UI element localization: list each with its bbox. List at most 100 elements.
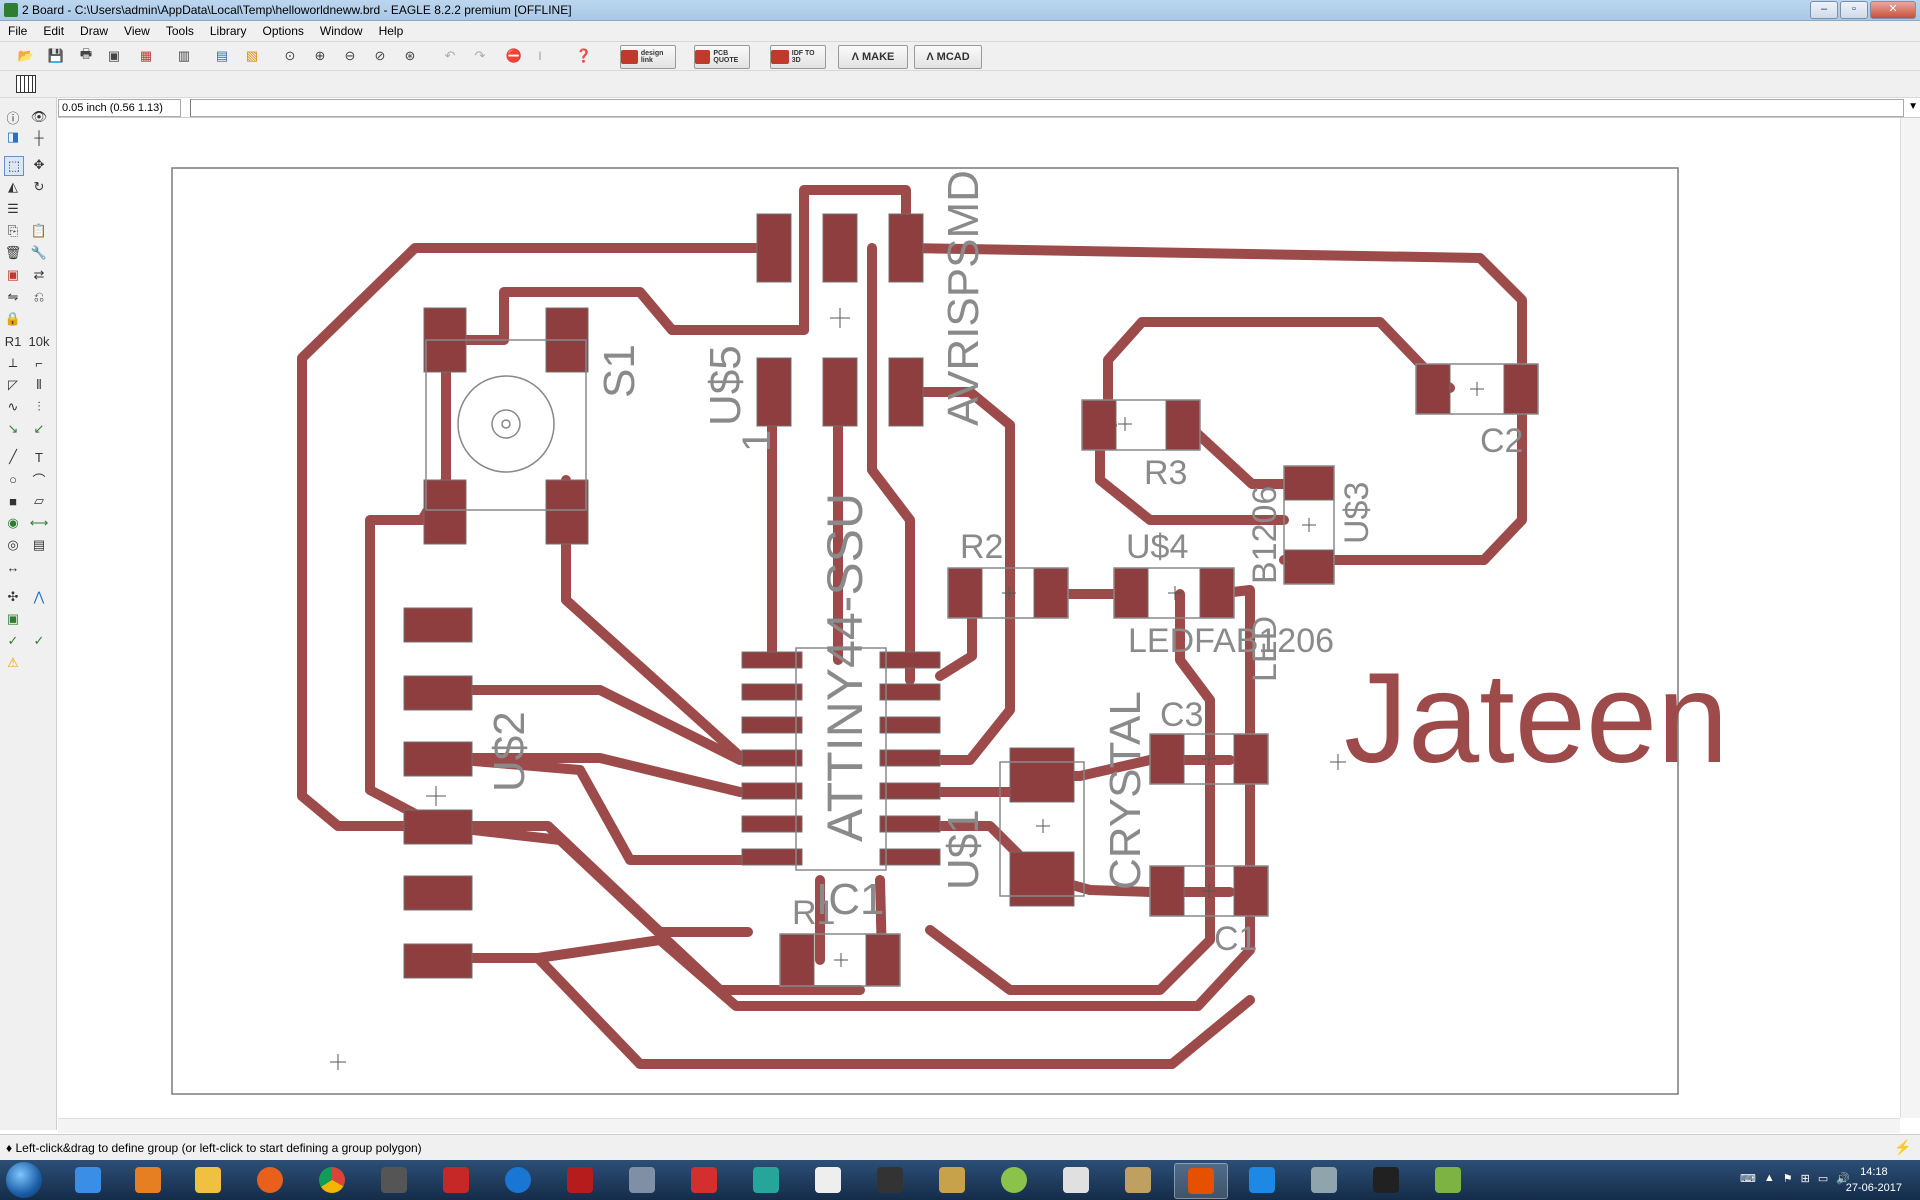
text-icon[interactable]: T [35,449,43,465]
command-input[interactable] [190,99,1904,117]
save-icon[interactable]: 💾 [47,48,65,63]
minimize-button[interactable]: – [1810,1,1838,19]
zoom-in-icon[interactable]: ⊕ [314,48,326,63]
meander-icon[interactable]: ⫴ [36,377,42,392]
dimension-icon[interactable]: ↔ [6,559,20,575]
taskbar-app18[interactable] [1112,1163,1164,1197]
rotate-icon[interactable]: ↻ [33,179,45,194]
taskbar-app13[interactable] [802,1163,854,1197]
help-icon[interactable]: ❓ [575,48,593,63]
circle-icon[interactable]: ○ [9,471,17,487]
taskbar-eagle[interactable] [1174,1163,1228,1199]
erc-icon[interactable]: ✓ [7,633,19,648]
idf-to-3d-button[interactable]: IDF TO 3D [770,45,826,69]
taskbar-app11[interactable] [678,1163,730,1197]
taskbar-app15[interactable] [926,1163,978,1197]
smash-icon[interactable]: ⇋ [7,289,19,304]
taskbar-app10[interactable] [616,1163,668,1197]
print-icon[interactable]: 🖶 [79,46,93,61]
start-button[interactable] [6,1162,42,1198]
taskbar-inkscape[interactable] [864,1163,916,1197]
autorouter-icon[interactable]: ⋀ [33,589,45,604]
open-icon[interactable]: 📂 [17,48,35,63]
wrench-icon[interactable]: 🔧 [30,245,48,260]
grid-icon[interactable] [16,75,36,93]
redo-icon[interactable]: ↷ [474,48,486,63]
hole-icon[interactable]: ◎ [7,537,19,552]
copy-icon[interactable]: ⎘ [7,223,19,238]
optimize-icon[interactable]: ◸ [8,377,18,392]
autoroute-icon[interactable]: ↘ [7,421,19,436]
replace-icon[interactable]: ⇄ [33,267,45,282]
lock-icon[interactable]: 🔒 [4,311,22,326]
split-icon[interactable]: ⟂ [8,355,18,370]
info-icon[interactable]: ⓘ [6,110,20,126]
mirror-icon[interactable]: ◭ [8,179,18,194]
show-hidden-icons-icon[interactable]: ▲ [1763,1172,1775,1184]
route-icon[interactable]: ∿ [7,399,19,414]
taskbar-ie[interactable] [62,1163,114,1197]
zoom-out-icon[interactable]: ⊖ [344,48,356,63]
zoom-redraw-icon[interactable]: ⊛ [404,48,416,63]
taskbar-app9[interactable] [554,1163,606,1197]
command-history-dropdown-icon[interactable]: ▼ [1908,101,1918,112]
change-icon[interactable]: ⎌ [33,289,45,304]
taskbar-chrome[interactable] [306,1163,358,1197]
network-icon[interactable]: ⊞ [1800,1173,1810,1185]
taskbar-clock[interactable]: 14:18 27-06-2017 [1846,1164,1902,1196]
signal-icon[interactable]: ⟷ [29,515,49,530]
stop-icon[interactable]: ⛔ [505,48,523,63]
taskbar-sketchup[interactable] [430,1163,482,1197]
design-link-button[interactable]: design link [620,45,676,69]
taskbar-firefox[interactable] [244,1163,296,1197]
ripup-icon[interactable]: ⫶ [37,399,41,414]
menu-draw[interactable]: Draw [80,24,109,38]
close-button[interactable]: ✕ [1870,1,1916,19]
scr-icon[interactable]: ▤ [215,48,229,63]
horizontal-scrollbar[interactable] [58,1118,1900,1133]
errors-icon[interactable]: ⚠ [7,655,19,670]
group-icon[interactable]: ⬚ [4,156,24,176]
menu-tools[interactable]: Tools [165,24,194,38]
taskbar-app17[interactable] [1050,1163,1102,1197]
delete-icon[interactable]: 🗑 [4,245,22,260]
go-status-icon[interactable]: ⚡ [1894,1139,1912,1155]
undo-icon[interactable]: ↶ [444,48,456,63]
taskbar-app22[interactable] [1360,1163,1412,1197]
arc-icon[interactable]: ⌒ [32,472,46,488]
taskbar-media[interactable] [122,1163,174,1197]
rect-icon[interactable]: ■ [9,493,17,509]
menu-window[interactable]: Window [319,24,363,38]
miter-icon[interactable]: ⌐ [35,355,43,371]
taskbar-app6[interactable] [368,1163,420,1197]
board-icon[interactable]: ▥ [177,48,191,63]
menu-help[interactable]: Help [378,24,404,38]
zoom-select-icon[interactable]: ⊘ [374,48,386,63]
sch-icon[interactable]: ▦ [139,48,153,63]
ratsnest-icon[interactable]: ✣ [7,589,19,604]
wire-icon[interactable]: ╱ [9,449,17,464]
menu-options[interactable]: Options [262,24,304,38]
route-multi-icon[interactable]: ↙ [33,421,45,436]
mark-icon[interactable]: ┼ [34,129,44,145]
vertical-scrollbar[interactable] [1900,118,1920,1118]
battery-icon[interactable]: ▭ [1817,1173,1829,1185]
taskbar-app23[interactable] [1422,1163,1474,1197]
menu-view[interactable]: View [124,24,150,38]
value-icon[interactable]: 10k [28,333,50,349]
show-icon[interactable]: 👁 [30,109,48,124]
menu-library[interactable]: Library [209,24,247,38]
taskbar-explorer[interactable] [182,1163,234,1197]
go-icon[interactable]: ⏽ [534,48,546,63]
erc-board-icon[interactable]: ▣ [6,611,20,626]
taskbar-app20[interactable] [1236,1163,1288,1197]
align-icon[interactable]: ☰ [7,201,19,216]
attribute-icon[interactable]: ▤ [32,537,46,552]
taskbar-app8[interactable] [492,1163,544,1197]
name-icon[interactable]: R1 [4,333,22,349]
volume-icon[interactable]: 🔊 [1836,1173,1850,1185]
menu-file[interactable]: File [8,24,28,38]
keyboard-icon[interactable]: ⌨ [1740,1173,1756,1185]
add-icon[interactable]: ▣ [6,267,20,282]
maximize-button[interactable]: ▫ [1840,1,1868,19]
